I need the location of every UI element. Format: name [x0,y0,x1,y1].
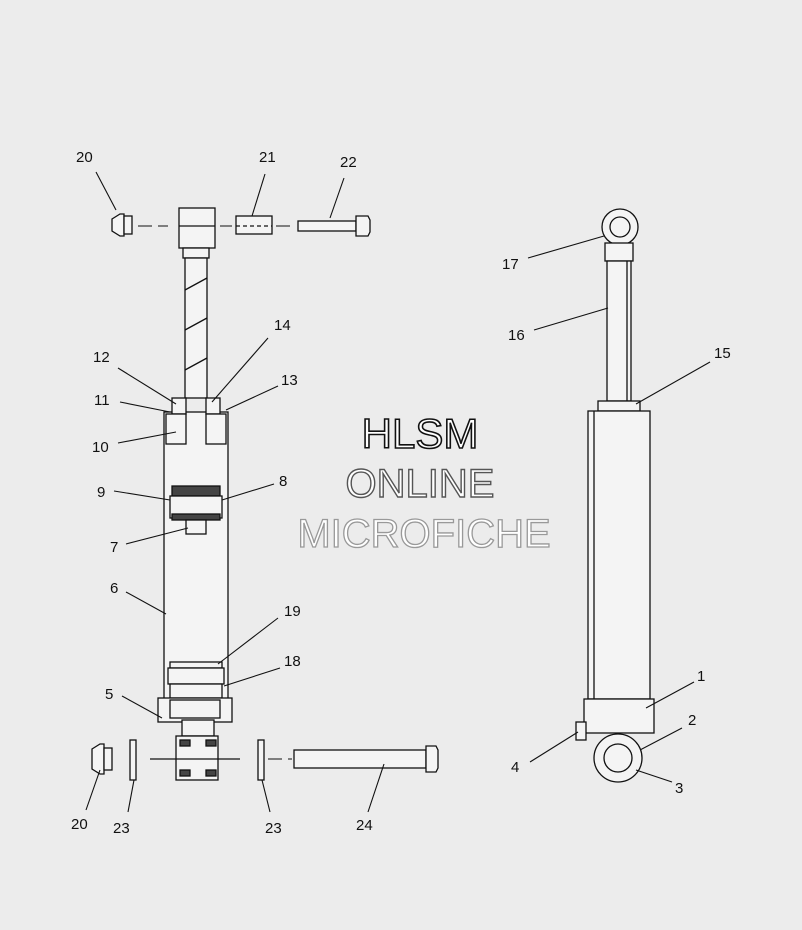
callout-24: 24 [356,817,373,834]
upper-eyelet [178,207,216,249]
bottom-eye [593,733,643,783]
lower-eyelet [157,697,233,781]
bolt-top [297,215,371,237]
assembled-shock [575,208,655,783]
callout-14: 14 [274,317,291,334]
base [583,698,655,734]
callout-12: 12 [93,349,110,366]
callout-20-top: 20 [76,149,93,166]
callout-5: 5 [105,686,113,703]
washer-left [129,739,137,781]
flange-nut-top [111,213,133,237]
callout-20-bottom: 20 [71,816,88,833]
seal-cap [597,400,641,412]
valve-cap [575,721,587,741]
callout-2: 2 [688,712,696,729]
shock-body [163,397,229,703]
callout-22: 22 [340,154,357,171]
watermark: HLSM ONLINE MICROFICHE [297,409,552,556]
callout-6: 6 [110,580,118,597]
top-eye [601,208,639,262]
callout-18: 18 [284,653,301,670]
callout-9: 9 [97,484,105,501]
callout-19: 19 [284,603,301,620]
callout-1: 1 [697,668,705,685]
body-tube [587,410,651,700]
callout-4: 4 [511,759,519,776]
callout-23-left: 23 [113,820,130,837]
callout-21: 21 [259,149,276,166]
callout-8: 8 [279,473,287,490]
callout-labels: 20 21 22 12 14 13 11 10 9 8 7 6 19 18 5 … [71,149,731,837]
callout-3: 3 [675,780,683,797]
bushing-sleeve [235,215,273,235]
callout-10: 10 [92,439,109,456]
callout-16: 16 [508,327,525,344]
callout-13: 13 [281,372,298,389]
washer-right [257,739,265,781]
bolt-bottom [293,745,439,773]
callout-15: 15 [714,345,731,362]
callout-11: 11 [94,392,110,409]
flange-nut-bottom [91,743,113,775]
watermark-line-3: MICROFICHE [297,512,550,556]
callout-7: 7 [110,539,118,556]
callout-23-right: 23 [265,820,282,837]
watermark-line-2: ONLINE [346,462,495,506]
callout-17: 17 [502,256,519,273]
exploded-shock-assembly [91,207,439,781]
watermark-line-1: HLSM [362,410,479,457]
leader-lines [85,171,711,813]
